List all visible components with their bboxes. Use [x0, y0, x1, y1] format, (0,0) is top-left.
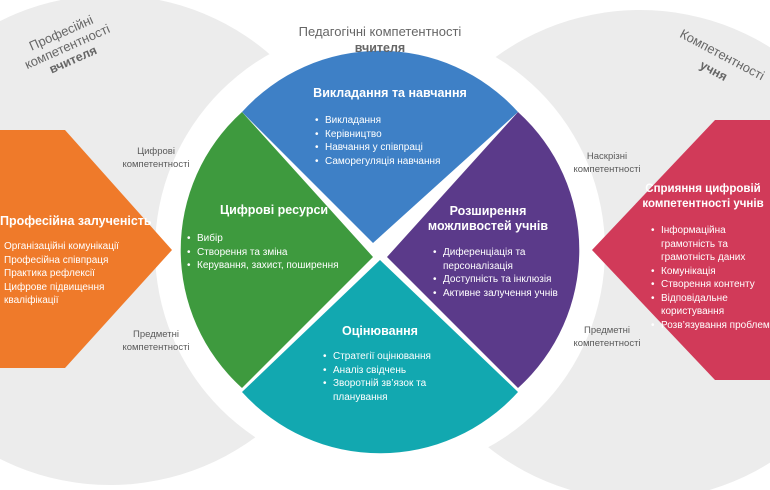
engagement-sector — [0, 130, 172, 368]
list-item: Викладання — [315, 114, 480, 128]
label-digital-competences: Цифрові компетентності — [122, 146, 190, 170]
list-item: Стратегії оцінювання — [323, 350, 445, 364]
list-item: Створення контенту — [651, 278, 770, 292]
learners-title: Сприяння цифровій компетентності учнів — [642, 183, 764, 210]
list-item: Практика рефлексії — [4, 268, 95, 279]
list-item: Розв’язування проблем — [651, 319, 770, 333]
assessment-title: Оцінювання — [342, 324, 418, 338]
resources-block: Цифрові ресурси Вибір Створення та зміна… — [186, 203, 356, 273]
engagement-list: Організаційні комунікації Професійна спі… — [0, 240, 140, 308]
label-subject-competences-right: Предметні компетентності — [573, 325, 641, 349]
list-item: Керування, захист, поширення — [187, 259, 356, 273]
list-item: Вибір — [187, 232, 356, 246]
list-item: Комунікація — [651, 265, 770, 279]
teaching-title: Викладання та навчання — [313, 86, 467, 100]
learners-block: Сприяння цифровій компетентності учнів І… — [636, 182, 770, 332]
label-transversal-competences: Наскрізні компетентності — [573, 151, 641, 175]
empower-block: Розширення можливостей учнів Диференціац… — [418, 204, 568, 300]
list-item: Саморегуляція навчання — [315, 155, 480, 169]
list-item: Організаційні комунікації — [4, 241, 119, 252]
arc-top-line1: Педагогічні компетентності — [298, 24, 462, 39]
learners-list: Інформаційна грамотність та грамотність … — [650, 224, 770, 332]
assessment-list: Стратегії оцінювання Аналіз свідчень Зво… — [322, 350, 445, 404]
list-item: Навчання у співпраці — [315, 141, 480, 155]
resources-title: Цифрові ресурси — [220, 203, 329, 217]
list-item: Відповідальне користування — [651, 292, 770, 319]
list-item: Зворотній зв’язок та планування — [323, 377, 445, 404]
list-item: Диференціація та персоналізація — [433, 246, 563, 273]
list-item: Професійна співпраця — [4, 254, 109, 266]
teaching-list: Викладання Керівництво Навчання у співпр… — [314, 114, 480, 168]
engagement-block: Професійна залученість Організаційні ком… — [0, 214, 152, 308]
arc-top-line2: вчителя — [354, 41, 406, 55]
list-item: Створення та зміна — [187, 246, 356, 260]
label-subject-competences-left: Предметні компетентності — [122, 329, 190, 353]
empower-list: Диференціація та персоналізація Доступні… — [432, 246, 563, 300]
list-item: Інформаційна грамотність та грамотність … — [651, 224, 770, 265]
resources-list: Вибір Створення та зміна Керування, захи… — [186, 232, 356, 273]
list-item: Аналіз свідчень — [323, 364, 445, 378]
list-item: Цифрове підвищення кваліфікації — [4, 281, 105, 307]
engagement-title: Професійна залученість — [0, 214, 152, 228]
teaching-block: Викладання та навчання Викладання Керівн… — [300, 86, 480, 168]
assessment-block: Оцінювання Стратегії оцінювання Аналіз с… — [310, 324, 450, 404]
list-item: Керівництво — [315, 128, 480, 142]
empower-title: Розширення можливостей учнів — [427, 204, 549, 233]
list-item: Активне залучення учнів — [433, 287, 563, 301]
list-item: Доступність та інклюзія — [433, 273, 563, 287]
arc-title-top: Педагогічні компетентності вчителя — [280, 24, 480, 55]
